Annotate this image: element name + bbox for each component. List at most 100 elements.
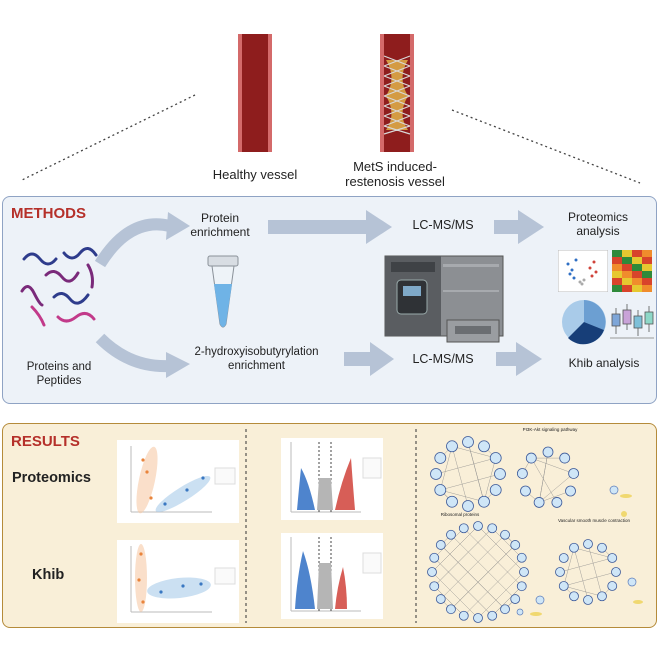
network-node bbox=[473, 613, 483, 623]
volcano-plot-proteomics bbox=[281, 438, 383, 520]
network-node bbox=[429, 581, 440, 592]
network-edge bbox=[440, 446, 453, 491]
network-edge bbox=[587, 543, 603, 597]
curved-arrow-bottom bbox=[95, 333, 171, 373]
network-node bbox=[542, 446, 554, 458]
network-node bbox=[510, 594, 521, 604]
restenosis-label-line2: restenosis vessel bbox=[345, 174, 445, 189]
network-edge bbox=[451, 446, 469, 507]
khib-enrichment-line1: 2-hydroxyisobutyrylation bbox=[194, 346, 319, 358]
proteins-peptides-label: Proteins and Peptides bbox=[14, 360, 104, 388]
pca-plot-proteomics bbox=[117, 440, 239, 523]
network-node bbox=[583, 539, 593, 549]
network-node bbox=[555, 567, 565, 577]
curved-arrow-bottom-head bbox=[166, 352, 190, 378]
network-node bbox=[559, 452, 571, 464]
proteomics-analysis-line2: analysis bbox=[576, 224, 620, 238]
network-node bbox=[569, 542, 579, 553]
network-edge bbox=[434, 528, 464, 558]
network-node bbox=[487, 610, 498, 621]
protein-enrichment-line1: Protein bbox=[200, 211, 240, 225]
network-node bbox=[558, 553, 569, 563]
network-node bbox=[607, 553, 618, 563]
network-node bbox=[516, 468, 528, 479]
healthy-vessel-label: Healthy vessel bbox=[212, 167, 298, 182]
network-ribosomal bbox=[427, 521, 529, 623]
network-node bbox=[533, 497, 545, 508]
network-node bbox=[489, 484, 502, 496]
network-edge bbox=[463, 557, 522, 616]
network-node bbox=[500, 529, 510, 540]
network-node bbox=[611, 567, 621, 577]
network-edge bbox=[477, 571, 525, 619]
network-edge bbox=[435, 457, 496, 475]
network-node bbox=[446, 495, 458, 508]
network-node bbox=[478, 495, 490, 508]
network-node bbox=[565, 485, 576, 497]
network-title-pi3k: PI3K-Akt signaling pathway bbox=[522, 427, 578, 432]
network-node bbox=[430, 468, 442, 480]
network-node bbox=[429, 552, 440, 563]
network-node bbox=[487, 523, 498, 534]
lcms-bottom-label: LC-MS/MS bbox=[412, 352, 474, 366]
proteomics-analysis-line1: Proteomics bbox=[567, 210, 629, 224]
restenosis-vessel-label: MetS induced- restenosis vessel bbox=[330, 159, 460, 189]
results-separators bbox=[245, 429, 417, 623]
network-node bbox=[516, 581, 527, 592]
network-node bbox=[462, 500, 474, 512]
proteomics-analysis-label: Proteomics analysis bbox=[548, 210, 648, 238]
network-title-vsmc: Vascular smooth muscle contraction bbox=[558, 518, 630, 523]
mass-spectrometer-icon bbox=[384, 255, 504, 343]
network-node bbox=[551, 497, 563, 508]
restenosis-vessel-icon bbox=[380, 34, 414, 152]
network-edge bbox=[450, 534, 516, 600]
network-edge bbox=[451, 446, 496, 459]
network-edge bbox=[563, 547, 575, 587]
methods-arrows bbox=[94, 210, 544, 378]
arrow-lcms-to-proteomics-head bbox=[518, 210, 544, 244]
network-edge bbox=[563, 571, 617, 587]
curved-arrow-top-head bbox=[166, 212, 190, 240]
network-edge bbox=[431, 525, 479, 573]
network-pi3k bbox=[430, 436, 506, 512]
network-node bbox=[510, 540, 521, 550]
network-edge bbox=[434, 557, 493, 616]
peptides-icon bbox=[20, 247, 98, 327]
proteomics-results-label: Proteomics bbox=[12, 470, 91, 486]
network-edge bbox=[531, 457, 574, 474]
dotted-connector-lines bbox=[21, 94, 641, 184]
network-edge bbox=[492, 528, 522, 558]
arrow-khib-to-lcms-head bbox=[370, 342, 394, 376]
network-edge bbox=[440, 544, 506, 610]
lcms-top-label: LC-MS/MS bbox=[412, 218, 474, 232]
arrow-enrichment-to-lcms bbox=[268, 220, 368, 234]
network-node bbox=[500, 604, 510, 615]
network-edge bbox=[440, 473, 501, 491]
network-node bbox=[525, 452, 537, 464]
network-edge bbox=[539, 490, 571, 503]
left-dotted-line bbox=[21, 94, 196, 181]
network-edge bbox=[450, 544, 516, 610]
network-node bbox=[568, 468, 580, 479]
network-edge bbox=[563, 585, 603, 597]
khib-analysis-label: Khib analysis bbox=[568, 356, 640, 370]
network-node bbox=[435, 594, 446, 604]
network-node bbox=[446, 604, 456, 615]
curved-arrow-top bbox=[94, 218, 172, 268]
network-edge bbox=[483, 457, 496, 502]
network-edge bbox=[440, 489, 485, 502]
network-edge bbox=[467, 441, 485, 502]
network-node bbox=[434, 452, 447, 464]
network-node bbox=[597, 591, 607, 602]
network-title-ribosomal: Ribosomal proteins bbox=[440, 512, 480, 517]
network-edge bbox=[477, 525, 525, 573]
network-node bbox=[473, 521, 483, 531]
pca-plot-khib bbox=[117, 540, 239, 623]
arrow-enrichment-to-lcms-head bbox=[366, 210, 392, 244]
network-node bbox=[516, 552, 527, 563]
network-node bbox=[446, 440, 458, 453]
network-node bbox=[446, 529, 456, 540]
khib-results-label: Khib bbox=[32, 567, 65, 583]
test-tube-icon bbox=[207, 255, 239, 328]
network-side-nodes bbox=[516, 485, 643, 616]
